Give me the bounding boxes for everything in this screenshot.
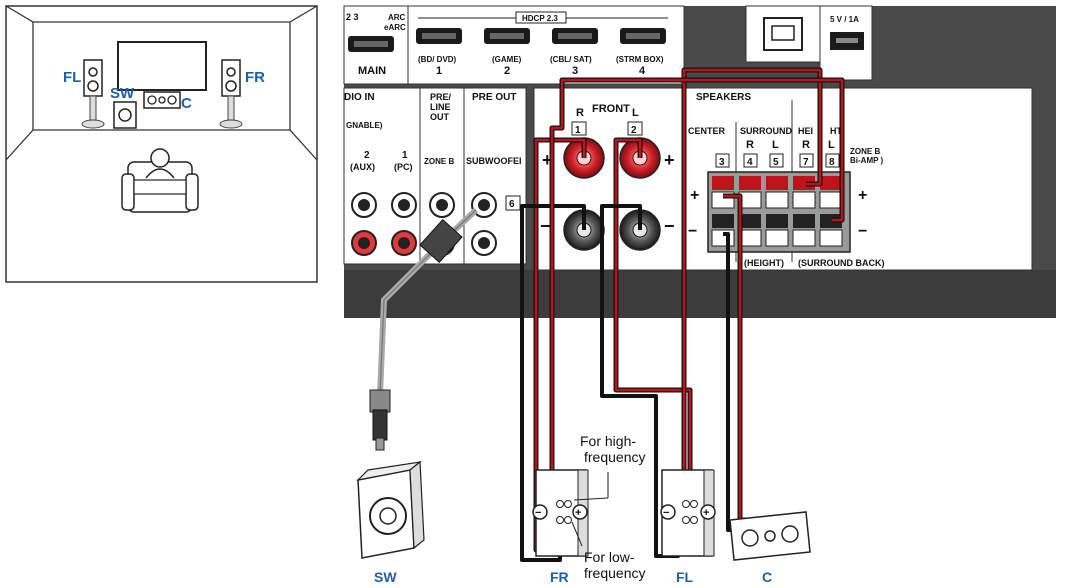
- pre-line-out-3: OUT: [430, 112, 450, 122]
- hdmi-input-1: (BD/ DVD) 1: [416, 28, 462, 77]
- surround-label: SURROUND: [740, 126, 793, 136]
- front-l-label: L: [632, 107, 639, 119]
- svg-text:+: +: [575, 507, 581, 519]
- svg-text:3: 3: [719, 157, 725, 168]
- pc-label: (PC): [394, 162, 413, 172]
- bottom-label-c: C: [762, 569, 772, 585]
- svg-text:−: −: [663, 507, 669, 519]
- pre-line-out-2: LINE: [430, 102, 451, 112]
- svg-text:(BD/ DVD): (BD/ DVD): [418, 55, 457, 64]
- note-low-2: frequency: [584, 565, 645, 581]
- zone-b-biamp-1: ZONE B: [850, 147, 880, 156]
- center-label: CENTER: [688, 126, 726, 136]
- height-label: HEI: [798, 126, 813, 136]
- svg-text:2: 2: [504, 65, 510, 77]
- hdmi-input-2: (GAME) 2: [484, 28, 530, 77]
- pre-line-out-1: PRE/: [430, 92, 452, 102]
- sofa-icon: [121, 148, 199, 213]
- fr-speaker: − +: [532, 469, 589, 557]
- height-bottom-label: (HEIGHT): [744, 258, 784, 268]
- receiver-rear-panel: 2 3 ARC eARC MAIN HDCP 2.3 (BD/ DVD) 1 (…: [343, 5, 1056, 318]
- subwoofer-speaker: [356, 460, 425, 559]
- height-l: L: [828, 139, 835, 151]
- room-label-c: C: [181, 95, 192, 112]
- speakers-minus-right: −: [858, 223, 867, 240]
- front-label: FRONT: [592, 103, 630, 115]
- channel-numbers: 3 4 5 7 8: [715, 153, 840, 168]
- hdmi-earc-label: eARC: [384, 23, 406, 32]
- front-plus-left: +: [542, 150, 553, 170]
- speakers-plus-left: +: [690, 187, 699, 204]
- room-label-fr: FR: [245, 69, 265, 86]
- svg-text:+: +: [703, 507, 709, 519]
- note-low-1: For low-: [584, 549, 635, 565]
- front-plus-right: +: [664, 150, 675, 170]
- usb-label: 5 V / 1A: [830, 15, 859, 24]
- subwoofer-number: 6: [509, 199, 515, 210]
- bottom-label-sw: SW: [374, 569, 397, 585]
- aux-label: (AUX): [350, 162, 375, 172]
- hdcp-label: HDCP 2.3: [522, 14, 558, 23]
- center-speaker: [729, 511, 811, 561]
- note-high-1: For high-: [580, 433, 636, 449]
- front-r-label: R: [576, 107, 584, 119]
- svg-text:1: 1: [436, 65, 442, 77]
- assignable-label: GNABLE): [346, 121, 383, 130]
- subwoofer-label: SUBWOOFEI: [466, 156, 522, 166]
- zone-b-biamp-2: Bi-AMP ): [850, 156, 884, 165]
- front-r-number: 1: [575, 125, 581, 136]
- svg-text:(GAME): (GAME): [492, 55, 522, 64]
- front-minus-left: −: [540, 216, 551, 236]
- hdmi-input-4: (STRM BOX) 4: [616, 28, 666, 77]
- height-label-tail: HT: [830, 126, 842, 136]
- front-l-number: 2: [631, 125, 637, 136]
- zone-b-label: ZONE B: [424, 157, 454, 166]
- room-label-sw: SW: [110, 85, 135, 102]
- svg-text:(STRM BOX): (STRM BOX): [616, 55, 664, 64]
- center-speaker-icon: [143, 91, 181, 109]
- speakers-label: SPEAKERS: [696, 92, 751, 103]
- room-illustration: FL SW C FR: [5, 5, 318, 283]
- svg-text:(CBL/ SAT): (CBL/ SAT): [550, 55, 592, 64]
- hdmi-main-label: MAIN: [358, 65, 386, 77]
- height-r: R: [802, 139, 810, 151]
- speakers-minus-left: −: [688, 223, 697, 240]
- svg-text:4: 4: [639, 65, 646, 77]
- hdmi-input-3: (CBL/ SAT) 3: [550, 28, 598, 77]
- svg-text:−: −: [535, 507, 541, 519]
- svg-text:5: 5: [773, 157, 779, 168]
- svg-text:4: 4: [747, 157, 753, 168]
- hdmi-arc-label: ARC: [388, 13, 406, 22]
- push-terminal-block: [707, 171, 851, 253]
- bottom-label-fr: FR: [550, 569, 569, 585]
- aux-number: 2: [364, 150, 370, 161]
- surround-back-label: (SURROUND BACK): [798, 258, 885, 268]
- surround-r: R: [746, 139, 754, 151]
- surround-l: L: [772, 139, 779, 151]
- room-label-fl: FL: [63, 69, 81, 86]
- ethernet-port-icon: [763, 17, 803, 51]
- fl-speaker: − +: [660, 469, 716, 557]
- subwoofer-cable: [369, 207, 479, 451]
- svg-text:7: 7: [803, 157, 809, 168]
- bottom-label-fl: FL: [676, 569, 694, 585]
- fl-speaker-icon: [81, 59, 105, 129]
- hdmi-main-port: [348, 36, 394, 52]
- svg-text:8: 8: [829, 157, 835, 168]
- pc-number: 1: [402, 150, 408, 161]
- fr-speaker-icon: [219, 59, 243, 129]
- speakers-plus-right: +: [858, 187, 867, 204]
- subwoofer-icon: [113, 101, 137, 129]
- audio-in-label: DIO IN: [344, 92, 375, 103]
- usb-port-icon: [830, 32, 864, 50]
- front-minus-right: −: [664, 216, 675, 236]
- svg-text:3: 3: [572, 65, 578, 77]
- pre-out-label: PRE OUT: [472, 92, 516, 103]
- hdmi-left-top: 2 3: [346, 12, 359, 22]
- note-high-2: frequency: [584, 449, 645, 465]
